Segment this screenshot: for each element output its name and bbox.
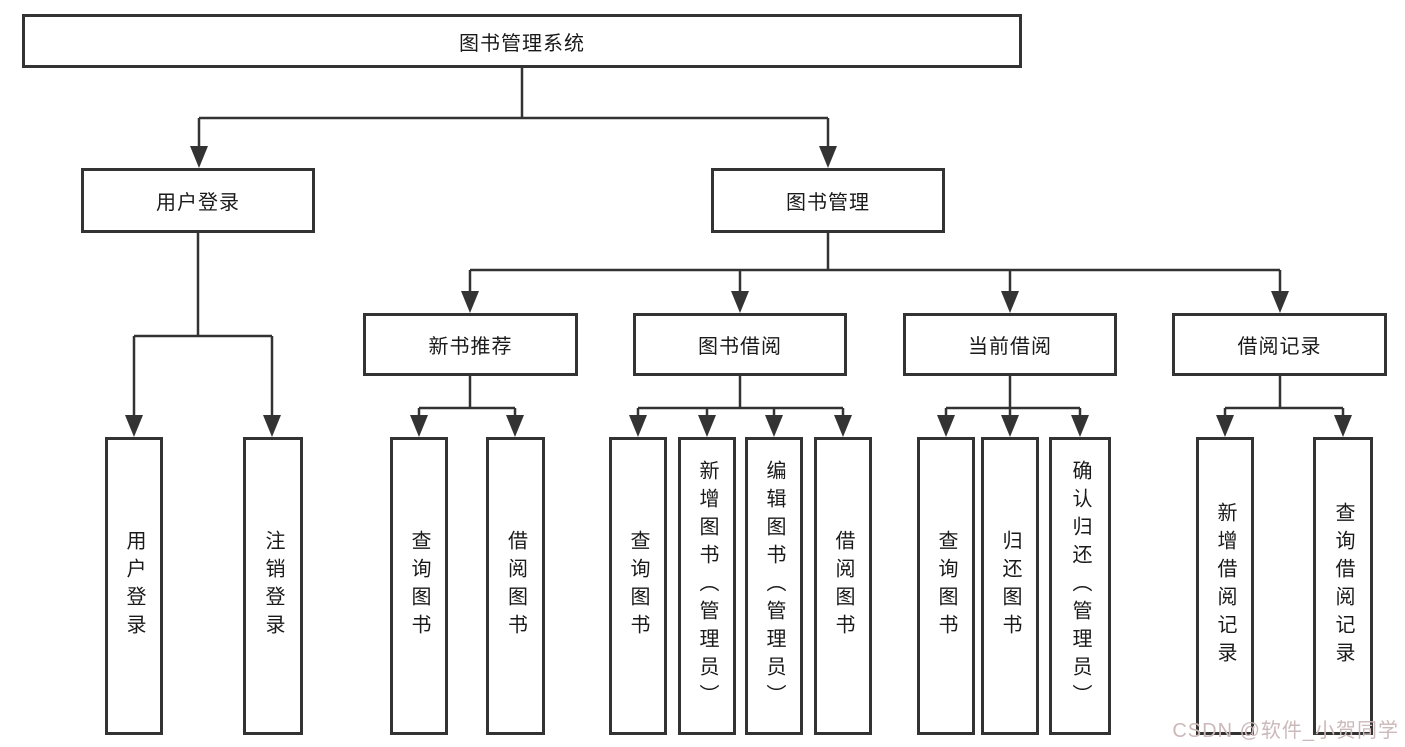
node-label: 归还图书 [999,530,1021,642]
node-label: 确认归还（管理员） [1069,460,1091,712]
node-label: 用户登录 [156,192,240,214]
node-borrowing-records: 借阅记录 [1172,313,1387,376]
node-user-login-branch: 用户登录 [81,168,315,233]
node-label: 用户登录 [123,530,145,642]
node-book-management-branch: 图书管理 [711,168,945,233]
node-leaf-query-borrow-record: 查询借阅记录 [1313,437,1373,735]
node-leaf-query-books-1: 查询图书 [390,437,448,735]
node-label: 当前借阅 [968,336,1052,358]
node-label: 图书借阅 [698,336,782,358]
node-book-borrowing: 图书借阅 [633,313,847,376]
node-label: 新书推荐 [428,336,513,358]
node-leaf-edit-books-admin: 编辑图书（管理员） [745,437,803,735]
node-leaf-add-borrow-record: 新增借阅记录 [1196,437,1254,735]
node-leaf-query-books-3: 查询图书 [917,437,975,735]
node-label: 新增图书（管理员） [696,460,718,712]
node-current-borrowing: 当前借阅 [903,313,1117,376]
node-new-book-recommendation: 新书推荐 [363,313,578,376]
node-leaf-add-books-admin: 新增图书（管理员） [678,437,736,735]
node-label: 编辑图书（管理员） [763,460,785,712]
node-label: 图书管理 [786,192,870,214]
node-leaf-confirm-return-admin: 确认归还（管理员） [1049,437,1111,735]
node-label: 新增借阅记录 [1214,502,1236,670]
node-leaf-user-login: 用户登录 [105,437,163,735]
node-leaf-borrow-books-2: 借阅图书 [814,437,872,735]
node-leaf-query-books-2: 查询图书 [609,437,667,735]
node-label: 查询借阅记录 [1332,502,1354,670]
node-label: 查询图书 [627,530,649,642]
node-label: 查询图书 [935,530,957,642]
csdn-watermark: CSDN @软件_小贺同学 [1172,720,1399,742]
node-root-library-system: 图书管理系统 [22,14,1022,68]
node-label: 借阅图书 [504,530,527,642]
node-label: 查询图书 [408,530,430,642]
node-leaf-return-books: 归还图书 [981,437,1039,735]
node-leaf-borrow-books-1: 借阅图书 [486,437,545,735]
node-label: 借阅图书 [832,530,854,642]
node-label: 图书管理系统 [459,32,585,55]
node-label: 借阅记录 [1237,336,1322,358]
node-label: 注销登录 [262,530,284,642]
node-leaf-logout: 注销登录 [243,437,303,735]
